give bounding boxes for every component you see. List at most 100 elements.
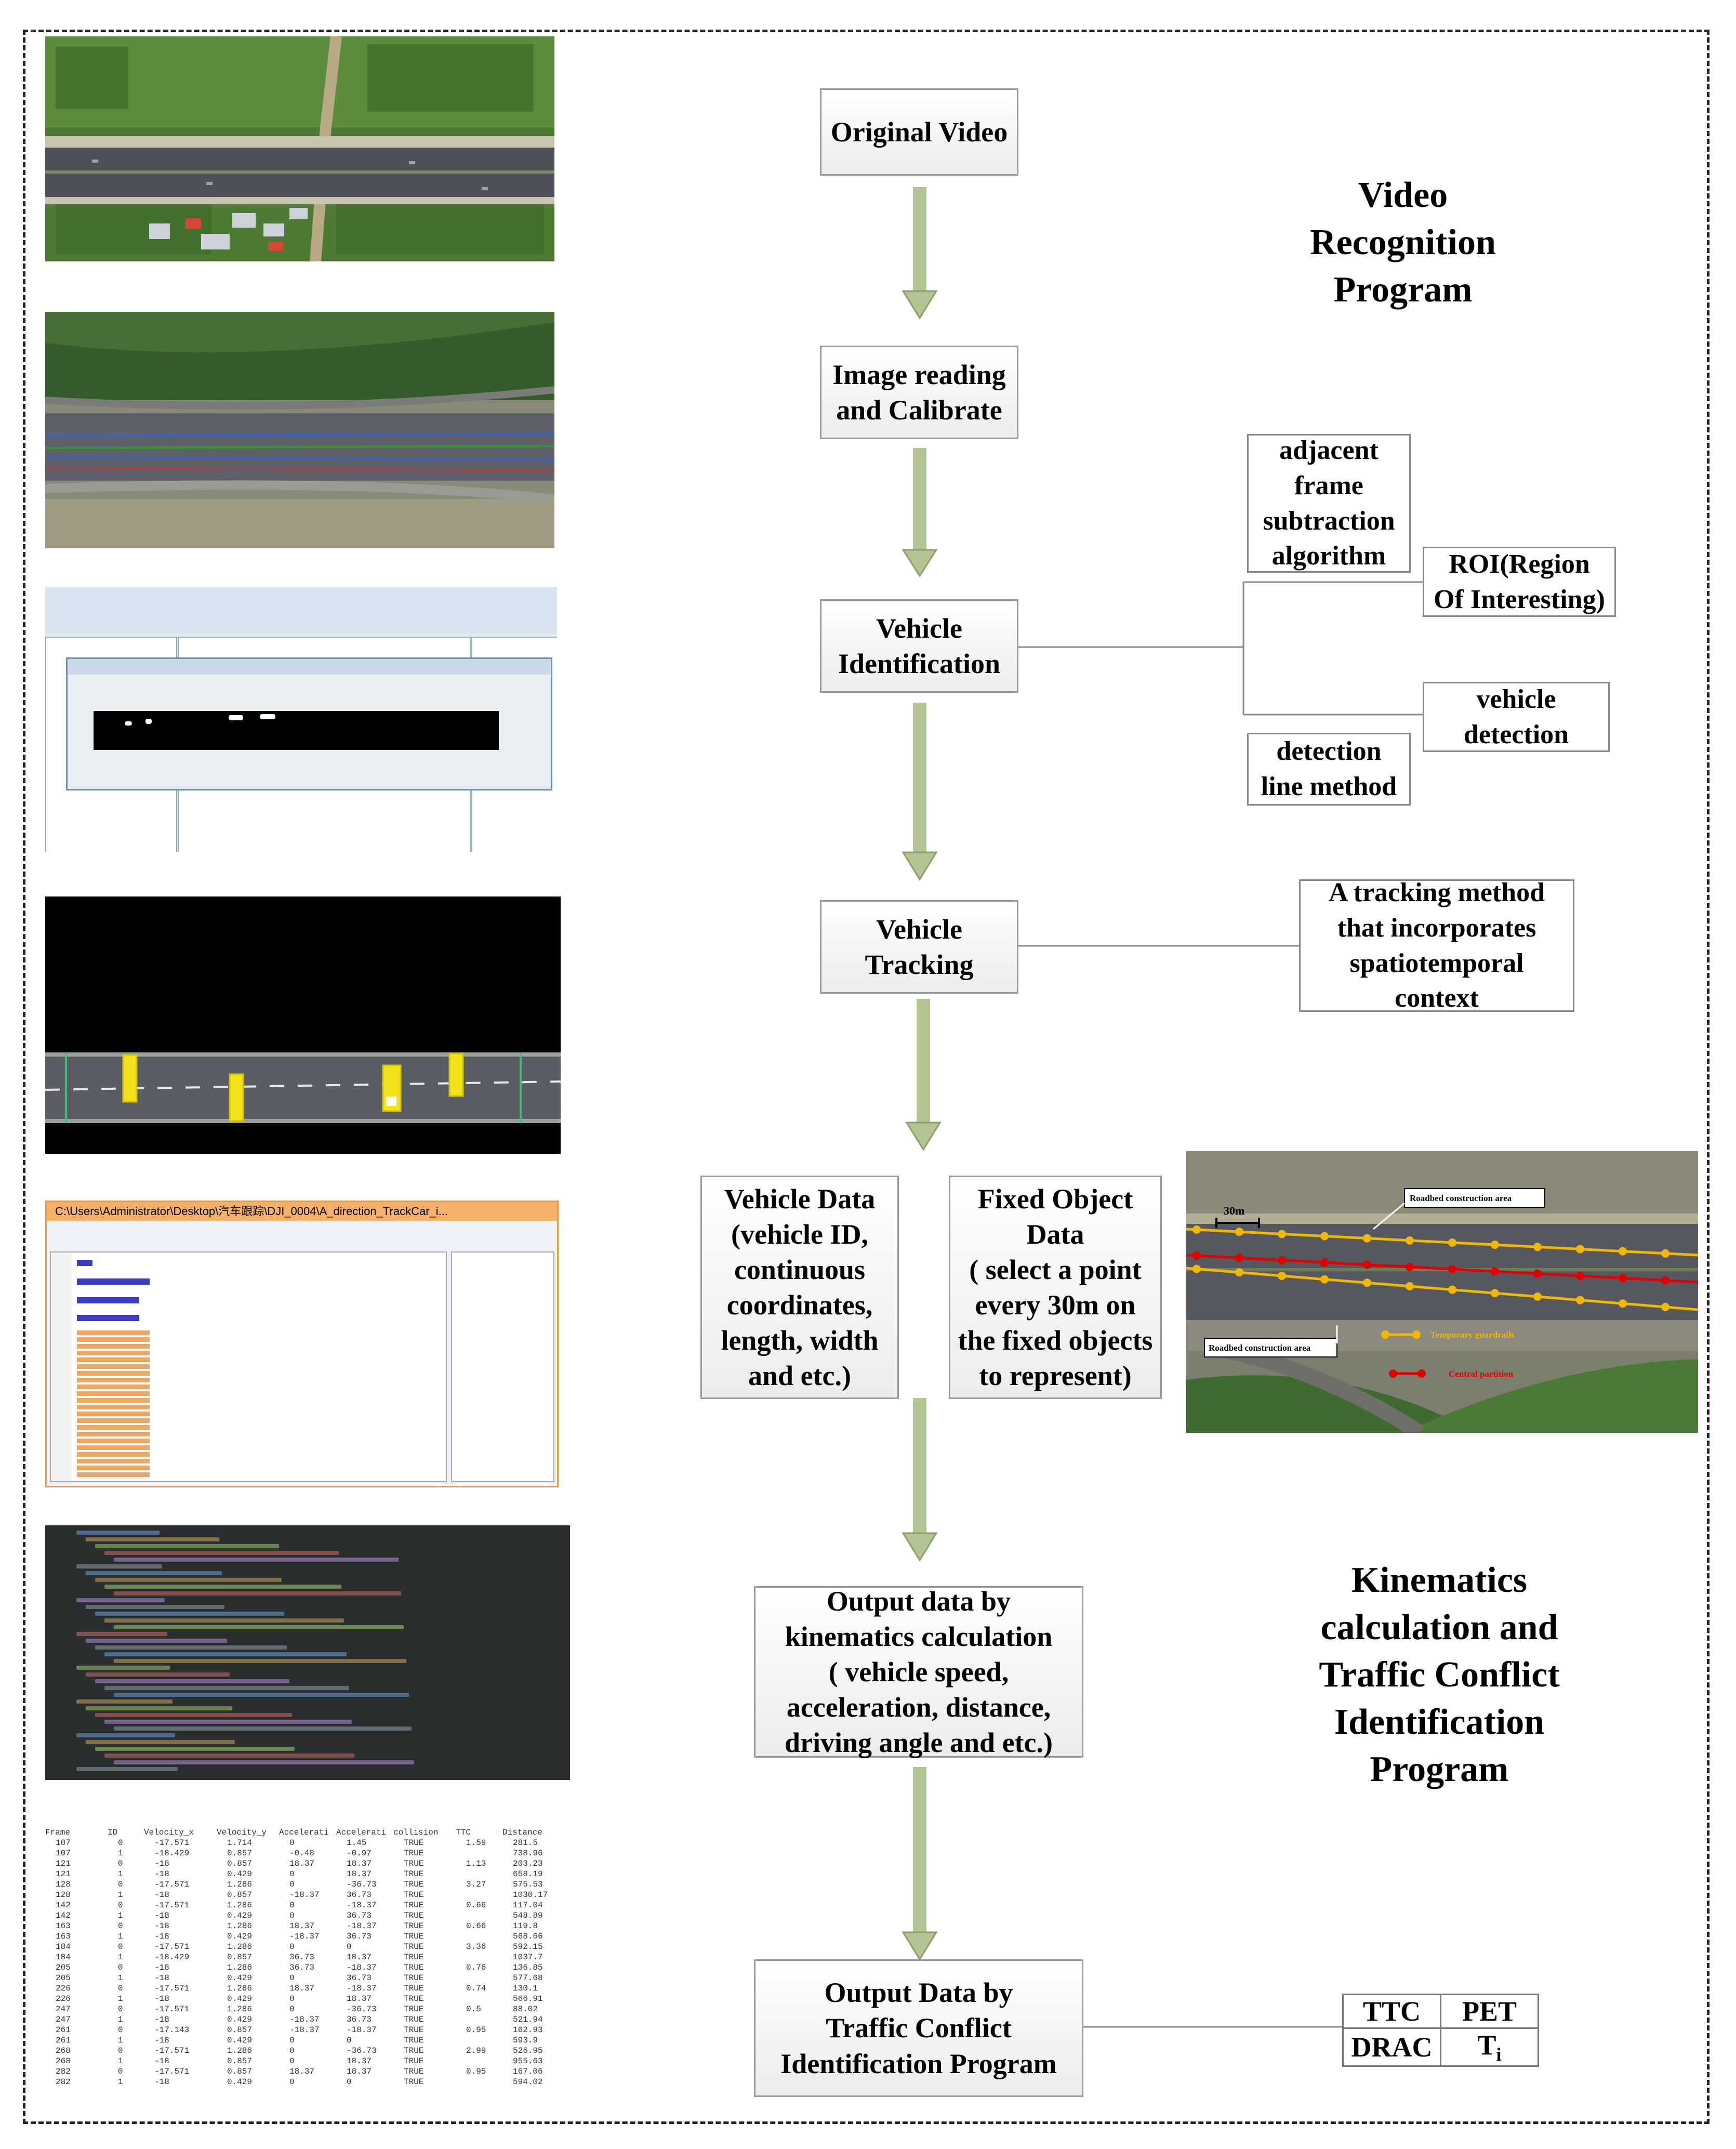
table-cell: 18.37: [347, 2056, 372, 2066]
table-cell: 521.94: [513, 2015, 543, 2024]
metric-drac: DRAC: [1342, 2027, 1441, 2067]
table-cell: 0.95: [466, 2067, 486, 2076]
overlay-point: [1278, 1256, 1286, 1264]
original-video-label: Original Video: [830, 116, 1008, 148]
table-cell: 1.286: [227, 1921, 253, 1931]
table-cell: 1: [118, 1869, 123, 1879]
table-cell: 121: [56, 1869, 71, 1879]
callout-pointer: [1373, 1202, 1405, 1230]
data-text-line: [77, 1412, 150, 1416]
table-cell: TRUE: [404, 1984, 424, 1993]
table-cell: 1.286: [227, 2046, 253, 2055]
table-cell: 117.04: [513, 1901, 543, 1910]
table-cell: 1: [118, 1849, 123, 1858]
code-line: [76, 1564, 162, 1568]
overlay-point: [1320, 1258, 1329, 1267]
table-cell: 0.76: [466, 1963, 486, 1972]
arrowhead: [902, 851, 938, 881]
code-line: [76, 1632, 167, 1636]
table-cell: 1.59: [466, 1838, 486, 1848]
detected-blob: [260, 714, 275, 719]
table-cell: -17.571: [154, 1880, 190, 1889]
table-cell: 0.857: [227, 2056, 253, 2066]
table-cell: 955.63: [513, 2056, 543, 2066]
metric-pet: PET: [1440, 1994, 1539, 2029]
kinematics-output-line: ( vehicle speed,: [828, 1656, 1009, 1687]
table-cell: 577.68: [513, 1973, 543, 1983]
table-header-cell: ID: [108, 1828, 118, 1837]
table-cell: -18: [154, 1869, 169, 1879]
video-recognition-title-line: Program: [1333, 270, 1473, 310]
table-cell: -18.37: [347, 1901, 377, 1910]
top-callout-text: Roadbed construction area: [1410, 1193, 1512, 1203]
table-cell: 18.37: [347, 1994, 372, 2003]
overlay-point: [1491, 1241, 1499, 1249]
image-reading-line: and Calibrate: [836, 394, 1002, 426]
table-cell: TRUE: [404, 2046, 424, 2055]
code-line: [95, 1679, 289, 1683]
overlay-point: [1320, 1275, 1329, 1284]
code-line: [114, 1591, 401, 1596]
table-cell: 0: [347, 2036, 352, 2045]
table-cell: 0.429: [227, 1911, 253, 1920]
table-cell: -18.37: [289, 2025, 320, 2035]
table-cell: -0.48: [289, 1849, 315, 1858]
metric-ti-base: T: [1477, 2029, 1496, 2061]
binary-detection-image: [94, 711, 499, 750]
table-cell: TRUE: [404, 2056, 424, 2066]
code-line: [76, 1733, 175, 1737]
kinematics-output-line: Output data by: [826, 1585, 1011, 1617]
arrowhead: [902, 1532, 938, 1562]
conflict-output-box: Output Data by Traffic Conflict Identifi…: [754, 1959, 1083, 2097]
matlab-screenshot: [45, 587, 557, 852]
overlay-point: [1661, 1302, 1669, 1311]
table-cell: 738.96: [513, 1849, 543, 1858]
table-cell: 575.53: [513, 1880, 543, 1889]
table-cell: -18: [154, 1963, 169, 1972]
table-cell: 1.13: [466, 1859, 486, 1868]
table-cell: 0: [289, 1901, 295, 1910]
table-cell: 0: [118, 1921, 123, 1931]
image-reading-box: Image reading and Calibrate: [820, 346, 1018, 439]
table-cell: 136.85: [513, 1963, 543, 1972]
table-cell: 18.37: [347, 1953, 372, 1962]
table-cell: 1: [118, 1911, 123, 1920]
table-cell: -18.37: [289, 1890, 320, 1900]
conflict-output-line: Identification Program: [780, 2048, 1057, 2079]
table-cell: 167.06: [513, 2067, 543, 2076]
overlay-point: [1363, 1260, 1371, 1269]
code-line: [95, 1578, 282, 1582]
table-cell: -18.429: [154, 1953, 190, 1962]
table-cell: TRUE: [404, 2077, 424, 2087]
table-cell: 1: [118, 1994, 123, 2003]
table-cell: 268: [56, 2056, 71, 2066]
roi-note: ROI(Region Of Interesting): [1423, 547, 1616, 617]
table-cell: -36.73: [347, 1880, 377, 1889]
arrowhead: [902, 290, 938, 320]
table-cell: 0: [118, 2005, 123, 2014]
table-header-cell: Velocity_x: [144, 1828, 194, 1837]
overlay-point: [1576, 1272, 1584, 1281]
table-cell: 36.73: [347, 2015, 372, 2024]
code-line: [104, 1618, 344, 1623]
table-cell: 0.429: [227, 1994, 253, 2003]
table-cell: -18: [154, 2077, 169, 2087]
dashed-border-frame: [23, 30, 1710, 2124]
table-cell: 247: [56, 2015, 71, 2024]
table-cell: 0: [118, 1984, 123, 1993]
kinematics-title-line: calculation and: [1320, 1607, 1558, 1647]
arrowhead: [905, 1122, 942, 1151]
table-cell: TRUE: [404, 1859, 424, 1868]
table-cell: 0.857: [227, 1953, 253, 1962]
table-cell: 0.429: [227, 1973, 253, 1983]
table-cell: -18.37: [347, 2025, 377, 2035]
code-line: [95, 1645, 287, 1650]
table-cell: -18.37: [289, 2015, 320, 2024]
metric-ti-sub: i: [1496, 2043, 1502, 2065]
